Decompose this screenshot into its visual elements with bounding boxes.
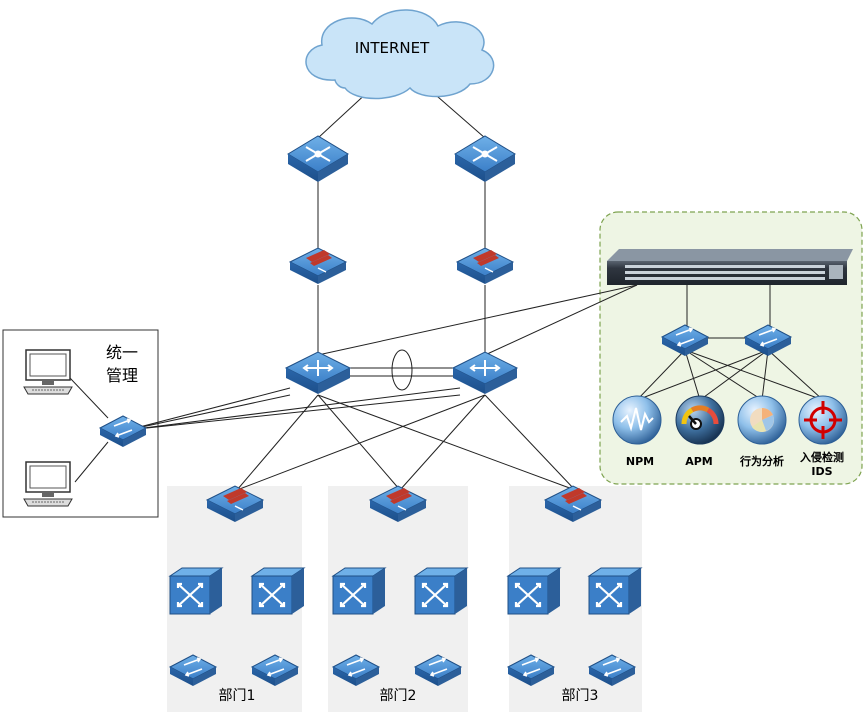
switch-icon: [521, 657, 541, 677]
core-switch-left: [284, 351, 352, 394]
dept3-cube-switch-b: [587, 567, 643, 615]
pc-top: [23, 349, 73, 395]
firewall-icon: [473, 250, 499, 273]
switch-icon: [346, 657, 366, 677]
ids-tool: [798, 395, 848, 445]
tool-label-apm: APM: [685, 455, 713, 468]
firewall-icon: [386, 488, 412, 511]
internet-label: INTERNET: [355, 39, 430, 57]
router-icon: [305, 146, 331, 162]
core-switch-icon: [302, 360, 334, 376]
dept2-cube-switch-a: [331, 567, 387, 615]
router-icon: [472, 146, 498, 162]
port-row: [625, 265, 825, 280]
ids-crosshair-icon: [804, 401, 842, 439]
tool-label-npm: NPM: [626, 455, 654, 468]
tool-label-ids-en: IDS: [811, 465, 832, 478]
link-aggregation-ellipse: [391, 349, 413, 391]
dept2-cube-switch-b: [413, 567, 469, 615]
dept1-cube-switch-b: [250, 567, 306, 615]
firewall-dept-1: [205, 485, 265, 522]
npm-tool: [612, 395, 662, 445]
internet-cloud: INTERNET: [305, 9, 495, 100]
tap-switch-right: [743, 324, 793, 356]
switch-icon: [675, 327, 695, 347]
switch-cross-icon: [258, 582, 286, 608]
switch-icon: [183, 657, 203, 677]
dept1-small-switch-a: [168, 654, 218, 686]
tool-label-ids: 入侵检测: [800, 450, 844, 464]
switch-cross-icon: [339, 582, 367, 608]
dept3-small-switch-b: [587, 654, 637, 686]
dept2-small-switch-a: [331, 654, 381, 686]
firewall-left: [288, 247, 348, 284]
firewall-icon: [223, 488, 249, 511]
department-label-2: 部门2: [380, 688, 417, 704]
management-label-line2: 管理: [106, 366, 138, 385]
switch-cross-icon: [421, 582, 449, 608]
dept3-small-switch-a: [506, 654, 556, 686]
tool-label-behavior-analysis: 行为分析: [739, 454, 784, 468]
switch-icon: [113, 418, 133, 438]
router-left: [287, 135, 349, 182]
management-switch: [98, 415, 148, 447]
switch-cross-icon: [595, 582, 623, 608]
apm-tool: [675, 395, 725, 445]
switch-icon: [428, 657, 448, 677]
management-label-line1: 统一: [106, 343, 138, 362]
dept2-small-switch-b: [413, 654, 463, 686]
core-switch-icon: [469, 360, 501, 376]
firewall-dept-3: [543, 485, 603, 522]
connection-lines: [69, 89, 824, 491]
dept1-cube-switch-a: [168, 567, 224, 615]
npm-icon: [620, 407, 654, 432]
router-right: [454, 135, 516, 182]
switch-icon: [602, 657, 622, 677]
tap-switch-left: [660, 324, 710, 356]
firewall-right: [455, 247, 515, 284]
switch-cross-icon: [176, 582, 204, 608]
firewall-icon: [306, 250, 332, 273]
department-label-3: 部门3: [562, 688, 599, 704]
monitoring-appliance: [607, 249, 853, 285]
apm-icon: [681, 405, 719, 430]
switch-icon: [758, 327, 778, 347]
dept3-cube-switch-a: [506, 567, 562, 615]
behavior-analysis-icon: [750, 407, 774, 432]
switch-icon: [265, 657, 285, 677]
firewall-icon: [561, 488, 587, 511]
switch-cross-icon: [514, 582, 542, 608]
behavior-analysis-tool: [737, 395, 787, 445]
firewall-dept-2: [368, 485, 428, 522]
core-switch-right: [451, 351, 519, 394]
dept1-small-switch-b: [250, 654, 300, 686]
department-label-1: 部门1: [219, 688, 256, 704]
pc-bottom: [23, 461, 73, 507]
